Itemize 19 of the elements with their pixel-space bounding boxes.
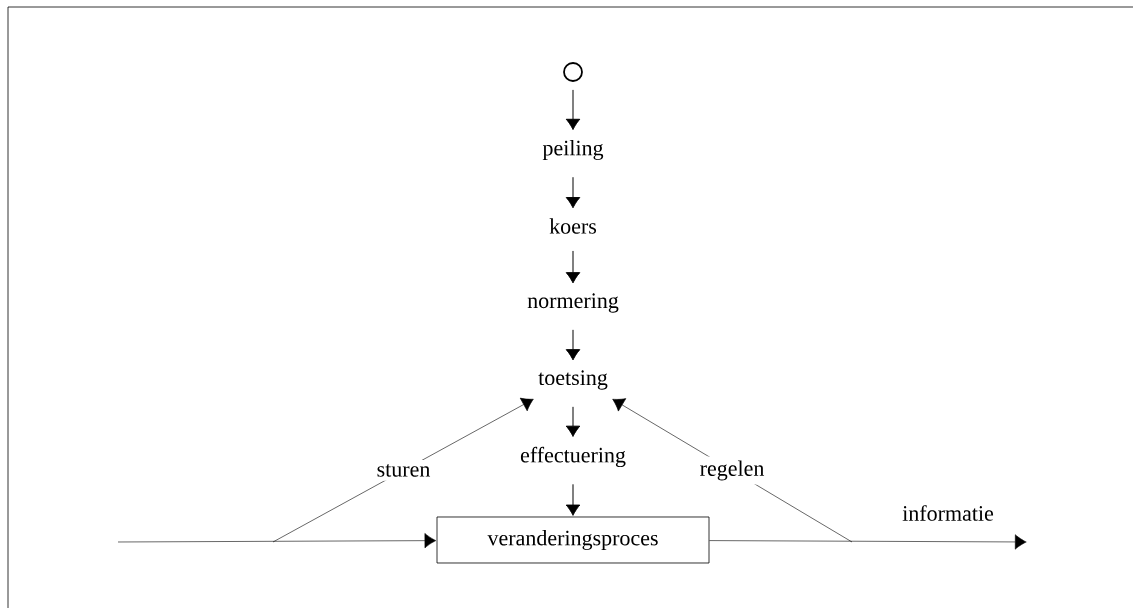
edge-label: informatie <box>902 505 994 521</box>
arrow <box>117 533 437 549</box>
step-label: toetsing <box>538 370 608 390</box>
step-label: koers <box>549 218 597 234</box>
step-label: effectuering <box>520 446 626 468</box>
arrow <box>709 534 1027 550</box>
edge-label: sturen <box>372 460 435 481</box>
arrow <box>565 406 581 437</box>
arrow <box>565 250 581 284</box>
step-label: normering <box>527 293 619 313</box>
arrow <box>565 176 581 209</box>
arrow <box>272 397 534 543</box>
step-label: peiling <box>542 140 604 160</box>
start-circle <box>563 62 583 82</box>
edge-label: regelen <box>695 456 769 485</box>
process-box: veranderingsproces <box>436 516 710 564</box>
arrow <box>565 89 581 131</box>
arrow <box>565 329 581 361</box>
arrow <box>565 483 581 516</box>
